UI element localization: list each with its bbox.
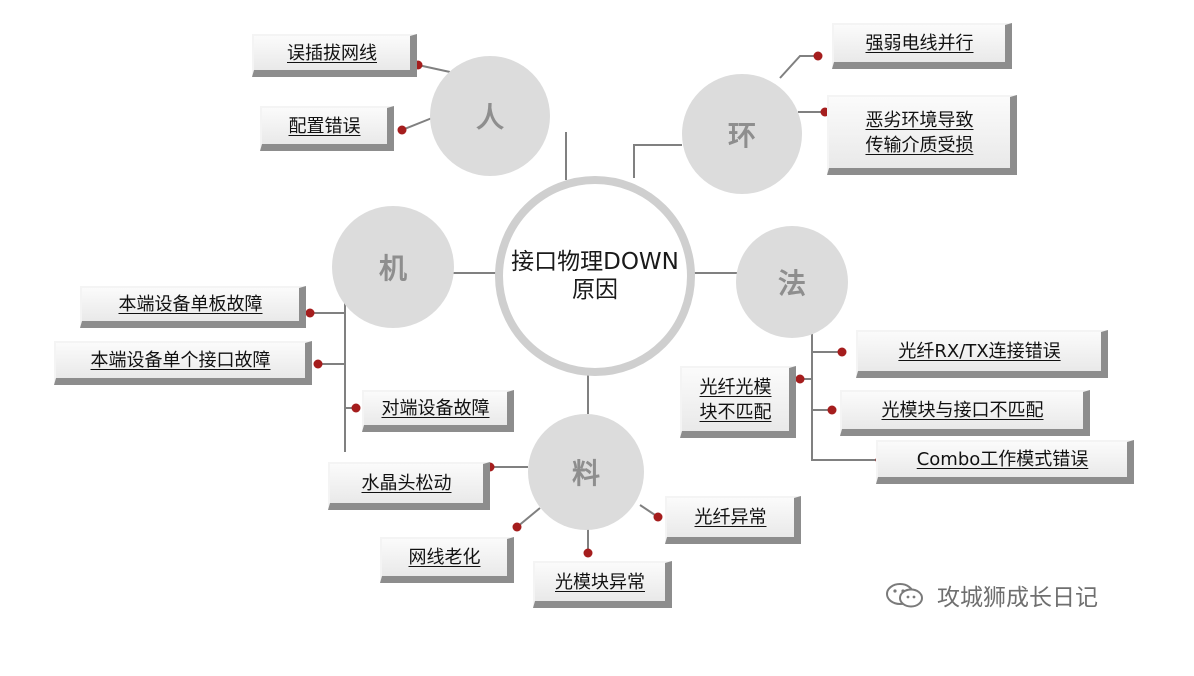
dot-machine-cause1 xyxy=(305,308,315,318)
cause-label: 光模块与接口不匹配 xyxy=(881,400,1044,421)
cause-label: 光纤RX/TX连接错误 xyxy=(898,341,1061,362)
cause-box-material-1: 水晶头松动 xyxy=(328,462,490,510)
dot-material-cause2 xyxy=(653,512,663,522)
cause-box-material-4: 光模块异常 xyxy=(533,561,672,608)
cause-box-material-2: 光纤异常 xyxy=(665,496,801,544)
cause-box-machine-2: 本端设备单个接口故障 xyxy=(54,341,312,385)
cause-box-machine-3: 对端设备故障 xyxy=(362,390,514,432)
cause-label: 误插拔网线 xyxy=(287,42,377,64)
cause-label: 本端设备单板故障 xyxy=(118,294,263,315)
cause-box-environment-2: 恶劣环境导致 传输介质受损 xyxy=(827,95,1017,175)
cause-label-line2: 传输介质受损 xyxy=(865,134,974,156)
cause-label: 网线老化 xyxy=(408,547,481,568)
cause-label: 本端设备单个接口故障 xyxy=(90,350,271,371)
dot-machine-cause3 xyxy=(351,403,361,413)
category-people: 人 xyxy=(430,56,550,176)
cause-label: 光模块异常 xyxy=(555,571,645,593)
dot-material-cause4 xyxy=(583,548,593,558)
cause-box-people-2: 配置错误 xyxy=(260,106,394,151)
dot-method-cause4 xyxy=(795,374,805,384)
dot-people-cause2 xyxy=(397,125,407,135)
cause-box-method-4: 光纤光模 块不匹配 xyxy=(680,366,796,438)
cause-label-line1: 恶劣环境导致 xyxy=(865,109,974,131)
link-center-environment xyxy=(633,144,682,178)
category-method: 法 xyxy=(736,226,848,338)
cause-box-environment-1: 强弱电线并行 xyxy=(832,23,1012,69)
center-node: 接口物理DOWN 原因 xyxy=(495,176,695,376)
category-material: 料 xyxy=(528,414,644,530)
cause-label: 强弱电线并行 xyxy=(865,33,974,54)
cause-label: 水晶头松动 xyxy=(361,473,452,494)
watermark: 攻城狮成长日记 xyxy=(883,578,1098,612)
link-environment-cause1 xyxy=(779,55,818,79)
cause-label: 光纤异常 xyxy=(694,507,767,528)
cause-box-machine-1: 本端设备单板故障 xyxy=(80,286,306,328)
dot-machine-cause2 xyxy=(313,359,323,369)
cause-box-people-1: 误插拔网线 xyxy=(252,34,417,77)
cause-label: 对端设备故障 xyxy=(381,398,490,419)
category-environment: 环 xyxy=(682,74,802,194)
center-title-line2: 原因 xyxy=(572,277,618,303)
dot-method-cause1 xyxy=(837,347,847,357)
cause-label: Combo工作模式错误 xyxy=(916,449,1089,470)
link-people-cause2 xyxy=(401,117,433,131)
cause-box-method-1: 光纤RX/TX连接错误 xyxy=(856,330,1108,378)
cause-box-material-3: 网线老化 xyxy=(380,537,514,583)
cause-label-line2: 块不匹配 xyxy=(699,401,772,423)
cause-label-line1: 光纤光模 xyxy=(699,376,772,398)
category-machine: 机 xyxy=(332,206,454,328)
watermark-text: 攻城狮成长日记 xyxy=(937,585,1098,611)
cause-label: 配置错误 xyxy=(288,115,361,137)
link-material-cause3 xyxy=(516,507,541,528)
cause-box-method-2: 光模块与接口不匹配 xyxy=(840,390,1090,436)
dot-material-cause3 xyxy=(512,522,522,532)
link-method-trunk xyxy=(811,330,880,461)
dot-method-cause2 xyxy=(827,405,837,415)
wechat-icon xyxy=(886,583,923,608)
link-people-cause1 xyxy=(417,64,451,73)
center-title-line1: 接口物理DOWN xyxy=(511,249,679,275)
dot-environment-cause1 xyxy=(813,51,823,61)
cause-box-method-3: Combo工作模式错误 xyxy=(876,440,1134,484)
